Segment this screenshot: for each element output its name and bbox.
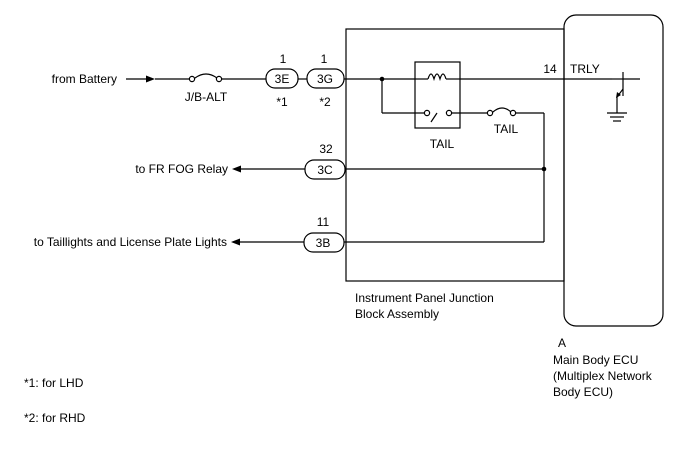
footnote-rhd: *2: for RHD: [24, 411, 86, 425]
ecu-name-line1: Main Body ECU: [553, 353, 638, 367]
connector-3b-pin: 11: [317, 215, 330, 229]
taillights-arrow: [231, 238, 240, 246]
jb-alt-fuse-icon: [188, 73, 223, 83]
connector-3c-pin: 32: [319, 142, 333, 156]
taillights-label: to Taillights and License Plate Lights: [34, 235, 227, 249]
connector-3e-note: *1: [276, 95, 288, 109]
tail-relay-box: [414, 61, 461, 129]
ground-icon: [607, 112, 627, 122]
fr-fog-arrow: [232, 165, 241, 173]
tail-fuse-label: TAIL: [494, 122, 519, 136]
ecu-name-line2: (Multiplex Network: [553, 369, 653, 383]
battery-label: from Battery: [52, 72, 117, 86]
fr-fog-label: to FR FOG Relay: [135, 162, 228, 176]
relay-coil-icon: [415, 73, 460, 82]
connector-3g-label: 3G: [317, 72, 333, 86]
battery-arrow: [146, 75, 155, 83]
connector-3e-label: 3E: [275, 72, 290, 86]
jb-alt-fuse-label: J/B-ALT: [185, 90, 228, 104]
connector-3e-pin: 1: [280, 52, 287, 66]
ecu-signal-name: TRLY: [570, 62, 600, 76]
relay-label: TAIL: [430, 137, 455, 151]
relay-switch-icon: [423, 109, 488, 123]
ecu-pin-number: 14: [543, 62, 557, 76]
ecu-box: [563, 14, 664, 327]
connector-3b-label: 3B: [316, 236, 331, 250]
junction-block-label-line1: Instrument Panel Junction: [355, 291, 494, 305]
ecu-name-line3: Body ECU): [553, 385, 613, 399]
junction-block-label-line2: Block Assembly: [355, 307, 439, 321]
connector-3g-note: *2: [319, 95, 331, 109]
ecu-letter: A: [558, 336, 566, 350]
connector-3g-pin: 1: [321, 52, 328, 66]
transistor-icon: [612, 72, 640, 113]
tail-fuse-icon: [486, 107, 517, 117]
connector-3c-label: 3C: [317, 163, 333, 177]
footnote-lhd: *1: for LHD: [24, 376, 84, 390]
